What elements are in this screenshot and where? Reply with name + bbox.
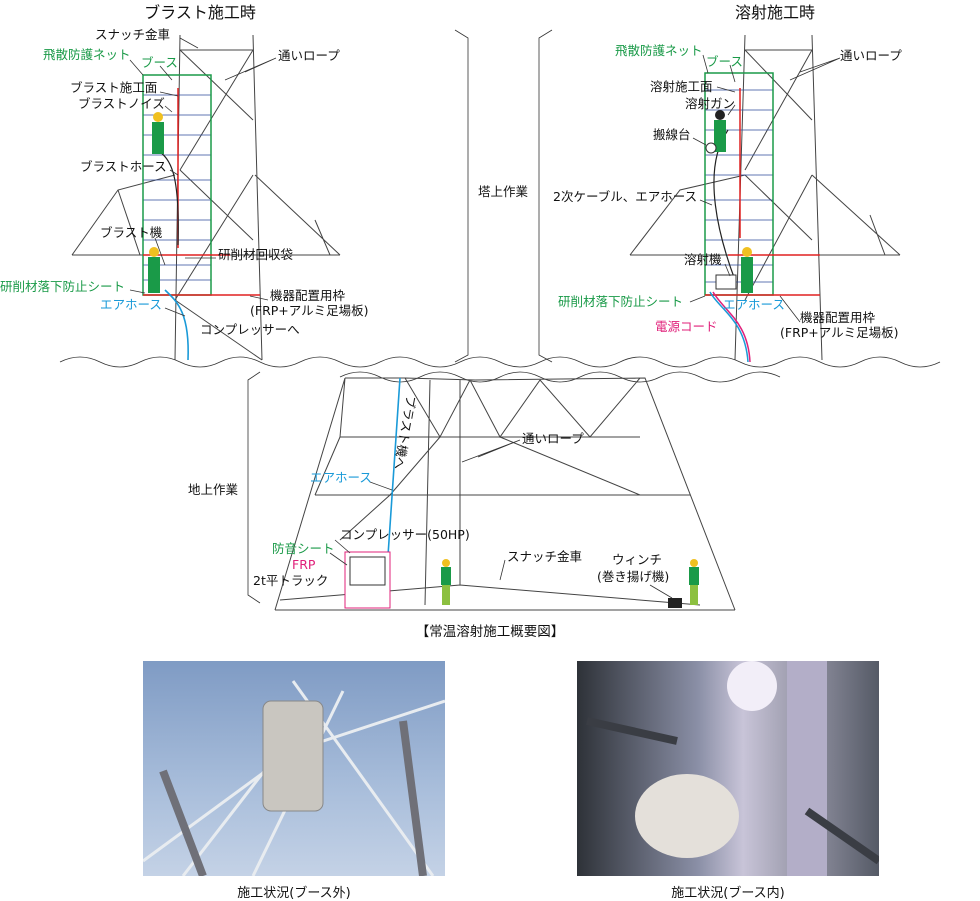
label-frame-detail: (FRP+アルミ足場板) <box>780 325 899 340</box>
label-air-hose: エアホース <box>310 470 372 485</box>
photo-inside-booth <box>577 661 879 876</box>
label-collection-bag: 研削材回収袋 <box>218 247 294 262</box>
label-winch-detail: (巻き揚げ機) <box>597 569 669 584</box>
label-cable: 2次ケーブル、エアホース <box>553 189 697 204</box>
label-frame: 機器配置用枠 <box>800 310 876 325</box>
worker-photo-illustration <box>586 661 879 876</box>
label-rope: 通いロープ <box>840 48 902 63</box>
label-frame-detail: (FRP+アルミ足場板) <box>250 303 369 318</box>
label-air-hose: エアホース <box>723 297 785 312</box>
label-to-blast: ブラスト機へ <box>391 394 419 470</box>
label-blast-surface: ブラスト施工面 <box>70 80 157 95</box>
label-blast-machine: ブラスト機 <box>100 225 163 240</box>
photo-caption-inside: 施工状況(ブース内) <box>671 886 785 901</box>
label-frp: FRP <box>292 557 316 572</box>
label-snatch-block: スナッチ金車 <box>95 27 170 42</box>
worker-icon <box>148 112 164 293</box>
label-to-compressor: コンプレッサーへ <box>200 322 300 337</box>
label-rope: 通いロープ <box>278 48 340 63</box>
blast-tower <box>71 34 341 361</box>
label-air-hose: エアホース <box>100 297 162 312</box>
label-spray-gun: 溶射ガン <box>685 96 735 111</box>
label-booth: ブース <box>141 55 178 70</box>
photo-outside-booth <box>143 661 445 876</box>
blast-title: ブラスト施工時 <box>144 3 256 22</box>
label-tower-work: 塔上作業 <box>478 184 529 199</box>
label-blast-noise: ブラストノイズ <box>78 96 165 111</box>
spray-tower <box>629 34 901 363</box>
ground-tower <box>274 377 736 611</box>
label-booth: ブース <box>706 54 743 69</box>
label-snatch-block: スナッチ金車 <box>507 549 582 564</box>
figure-caption: 【常温溶射施工概要図】 <box>416 624 565 640</box>
tower-photo-illustration <box>143 680 445 876</box>
label-winch: ウィンチ <box>612 552 662 567</box>
label-rope: 通いロープ <box>522 431 584 446</box>
label-spray-machine: 溶射機 <box>684 252 722 267</box>
label-blast-hose: ブラストホース <box>80 159 167 174</box>
label-reel: 搬線台 <box>653 127 691 142</box>
label-drop-sheet: 研削材落下防止シート <box>0 279 125 294</box>
label-scatter-net: 飛散防護ネット <box>43 47 131 62</box>
photo-caption-outside: 施工状況(ブース外) <box>237 886 351 901</box>
label-power-cord: 電源コード <box>655 319 718 334</box>
label-scatter-net: 飛散防護ネット <box>615 43 703 58</box>
label-sound-sheet: 防音シート <box>272 541 335 556</box>
worker-icon <box>705 110 753 293</box>
worker-icon <box>441 559 699 605</box>
label-compressor: コンプレッサー(50HP) <box>340 527 470 542</box>
label-spray-surface: 溶射施工面 <box>650 79 713 94</box>
spray-title: 溶射施工時 <box>735 3 815 22</box>
label-frame: 機器配置用枠 <box>270 288 346 303</box>
label-truck: 2t平トラック <box>253 573 328 588</box>
label-drop-sheet: 研削材落下防止シート <box>558 294 683 309</box>
label-ground-work: 地上作業 <box>188 482 239 497</box>
